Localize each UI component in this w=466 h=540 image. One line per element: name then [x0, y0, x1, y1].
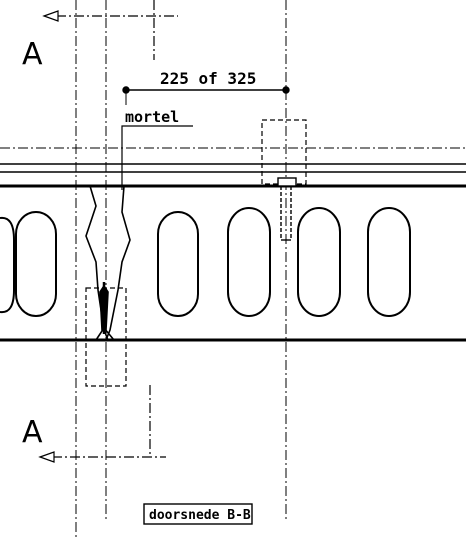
dashed-boxes: [85, 119, 307, 387]
dimension-line: [122, 86, 290, 105]
section-arrow-top: [42, 0, 178, 60]
anchor-bar: [277, 177, 297, 241]
hollow-cores: [0, 207, 411, 317]
hollow-core-5: [367, 207, 411, 317]
hollow-core-2: [157, 211, 199, 317]
joint-reinforcement-box: [85, 287, 127, 387]
hollow-core-4: [297, 207, 341, 317]
hollow-core-partial-left: [0, 216, 15, 314]
hollow-core-1: [15, 211, 57, 317]
anchor-box: [261, 119, 307, 185]
slab-joint: [85, 185, 131, 341]
caption-frame: [143, 503, 253, 525]
section-arrow-bottom: [38, 385, 166, 463]
topping-layer: [0, 163, 466, 173]
hollow-core-3: [227, 207, 271, 317]
mortar-leader: [121, 125, 193, 190]
dimension-label: 225 of 325: [160, 69, 256, 88]
mortar-label: mortel: [125, 108, 179, 126]
section-letter-top: A: [22, 37, 43, 72]
caption: doorsnede B-B: [149, 508, 251, 523]
section-letter-bottom: A: [22, 415, 43, 450]
